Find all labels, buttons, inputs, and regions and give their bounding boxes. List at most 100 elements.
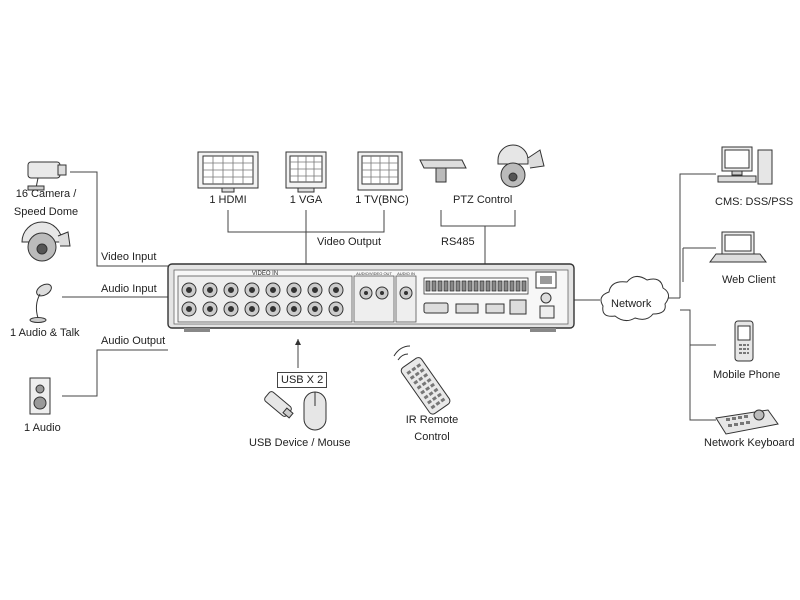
vga-port	[423, 302, 449, 314]
rs485-label: RS485	[441, 236, 475, 248]
ptz-control-label: PTZ Control	[453, 194, 513, 206]
bnc-port-pin	[291, 287, 297, 293]
remote-key	[428, 391, 434, 396]
terminal-pin	[497, 280, 503, 292]
bnc-port-pin	[207, 287, 213, 293]
terminal-pin	[485, 280, 491, 292]
bnc-port-pin	[312, 306, 318, 312]
terminal-pin	[509, 280, 515, 292]
network-keyboard-label: Network Keyboard	[704, 437, 795, 449]
terminal-pin	[521, 280, 527, 292]
remote-key	[423, 373, 429, 378]
audio-talk-label: 1 Audio & Talk	[10, 327, 80, 339]
audio-output-label: Audio Output	[101, 335, 166, 347]
power-socket	[539, 305, 555, 319]
terminal-pin	[425, 280, 431, 292]
video-in-panel	[177, 275, 353, 323]
audio-video-out-label: AUDIO/VIDEO OUT	[356, 271, 392, 276]
cms-label: CMS: DSS/PSS	[715, 196, 794, 208]
bnc-port-pin	[333, 287, 339, 293]
microphone-icon	[29, 283, 52, 323]
bnc-port-pin	[291, 306, 297, 312]
monitor-hdmi-icon	[197, 151, 259, 193]
vga-label: 1 VGA	[289, 194, 323, 206]
remote-key	[421, 381, 427, 387]
terminal-pin	[473, 280, 479, 292]
video-in-label: VIDEO IN	[252, 271, 278, 277]
keyboard-line	[680, 309, 716, 421]
terminal-pin	[503, 280, 509, 292]
remote-key	[418, 376, 424, 382]
ptz-bracket	[440, 210, 516, 227]
one-audio-label: 1 Audio	[24, 422, 61, 434]
remote-key	[429, 382, 435, 388]
hdmi-label: 1 HDMI	[209, 194, 247, 206]
bnc-video-in-ports	[181, 282, 344, 317]
remote-key	[419, 368, 425, 373]
terminal-pin	[449, 280, 455, 292]
cms-line	[679, 173, 716, 298]
terminal-pin	[455, 280, 461, 292]
camera-label-line2: Speed Dome	[13, 206, 79, 218]
bnc-port-pin	[207, 306, 213, 312]
audio-input-label: Audio Input	[101, 283, 157, 295]
speed-dome-icon	[21, 221, 71, 262]
bnc-port-pin	[270, 306, 276, 312]
terminal-pin	[443, 280, 449, 292]
bnc-port-pin	[270, 287, 276, 293]
mobile-phone-icon	[734, 320, 754, 362]
cms-computer-icon	[717, 146, 773, 185]
mouse-icon	[303, 391, 327, 431]
ptz-dome-camera-icon	[497, 144, 545, 188]
power-jack	[540, 292, 552, 304]
usb-device-mouse-label: USB Device / Mouse	[249, 437, 351, 449]
bnc-port-pin	[228, 306, 234, 312]
remote-key	[433, 387, 439, 393]
mobile-phone-label: Mobile Phone	[713, 369, 781, 381]
ptz-keyboard-icon	[419, 159, 467, 183]
video-output-label: Video Output	[317, 236, 382, 248]
remote-key	[440, 397, 446, 403]
tv-bnc-label: 1 TV(BNC)	[355, 194, 409, 206]
usb-port-rear	[485, 303, 505, 314]
audio-in-label: AUDIO IN	[397, 271, 415, 276]
connector-lines	[62, 171, 716, 421]
remote-key	[420, 389, 426, 395]
web-client-label: Web Client	[722, 274, 776, 286]
remote-key	[425, 386, 431, 392]
bnc-port-pin	[249, 306, 255, 312]
bnc-port-pin	[186, 287, 192, 293]
remote-key	[431, 396, 437, 401]
remote-key	[409, 375, 415, 380]
bnc-port-pin	[249, 287, 255, 293]
usb-stick-icon	[264, 391, 294, 419]
terminal-pin	[431, 280, 437, 292]
terminal-pin	[461, 280, 467, 292]
audio-output-line	[62, 349, 168, 397]
ir-remote-label-line1: IR Remote	[405, 414, 459, 426]
remote-key	[426, 377, 432, 383]
ir-remote-icon	[393, 345, 451, 415]
terminal-pin	[491, 280, 497, 292]
remote-key	[423, 394, 429, 400]
speaker-icon	[29, 377, 51, 415]
monitor-vga-icon	[285, 151, 327, 193]
remote-key	[436, 392, 442, 398]
bnc-port-pin	[186, 306, 192, 312]
bnc-port-pin	[312, 287, 318, 293]
remote-key	[435, 401, 441, 406]
remote-key	[411, 366, 417, 372]
network-cloud-icon	[600, 276, 669, 322]
bnc-port-pin	[333, 306, 339, 312]
remote-key	[414, 371, 420, 377]
laptop-icon	[709, 231, 767, 263]
terminal-pin	[479, 280, 485, 292]
remote-key	[416, 363, 422, 368]
network-label: Network	[611, 298, 652, 310]
network-keyboard-icon	[715, 409, 779, 435]
remote-key	[416, 384, 422, 390]
remote-key	[413, 379, 419, 385]
bullet-camera-icon	[27, 161, 67, 191]
bnc-port-pin	[228, 287, 234, 293]
